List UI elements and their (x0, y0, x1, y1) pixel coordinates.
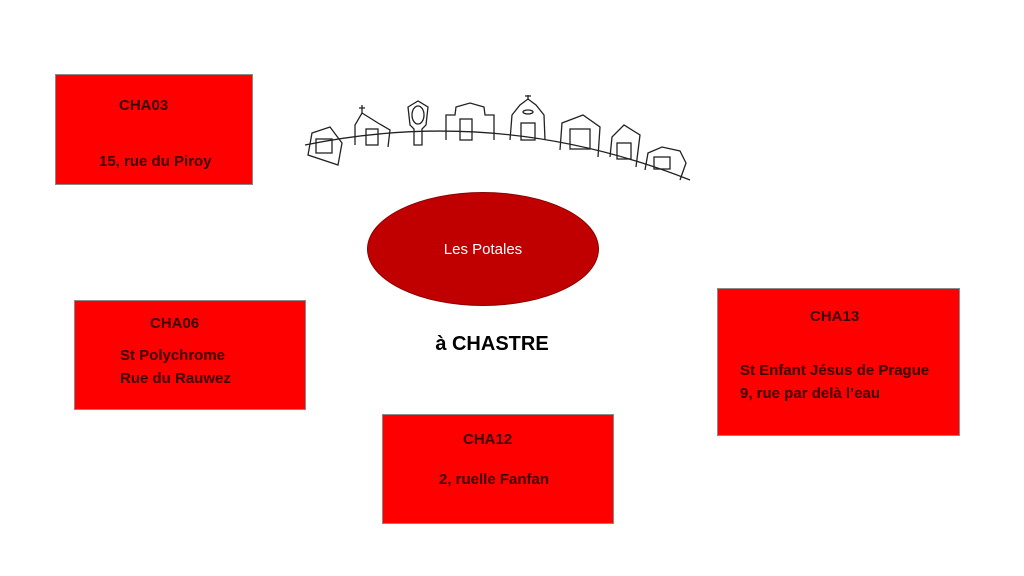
house-icon (307, 126, 343, 166)
location-code: CHA06 (150, 315, 200, 332)
location-box-cha06: CHA06 St Polychrome Rue du Rauwez (74, 300, 306, 410)
house-icon (609, 124, 641, 168)
location-box-cha13: CHA13 St Enfant Jésus de Prague 9, rue p… (717, 288, 960, 436)
location-name: St Polychrome (120, 347, 226, 364)
location-address: 2, ruelle Fanfan (439, 471, 550, 488)
chapels-illustration (304, 95, 691, 181)
page-title: à CHASTRE (435, 333, 549, 355)
location-box-cha03: CHA03 15, rue du Piroy (55, 74, 253, 185)
location-name: St Enfant Jésus de Prague (740, 362, 930, 379)
location-address: 9, rue par delà l’eau (740, 385, 881, 402)
location-code: CHA03 (119, 97, 169, 114)
chapel-icon (354, 105, 391, 148)
chapel-icon (559, 114, 601, 158)
location-code: CHA12 (463, 431, 513, 448)
location-code: CHA13 (810, 308, 860, 325)
location-address: 15, rue du Piroy (99, 153, 212, 170)
chapel-icon (445, 102, 495, 141)
shrine-icon (407, 100, 429, 146)
center-ellipse: Les Potales (367, 192, 599, 306)
location-box-cha12: CHA12 2, ruelle Fanfan (382, 414, 614, 524)
chapel-icon (509, 95, 546, 141)
house-icon (644, 146, 687, 181)
center-label: Les Potales (443, 240, 523, 258)
location-address: Rue du Rauwez (120, 370, 231, 387)
